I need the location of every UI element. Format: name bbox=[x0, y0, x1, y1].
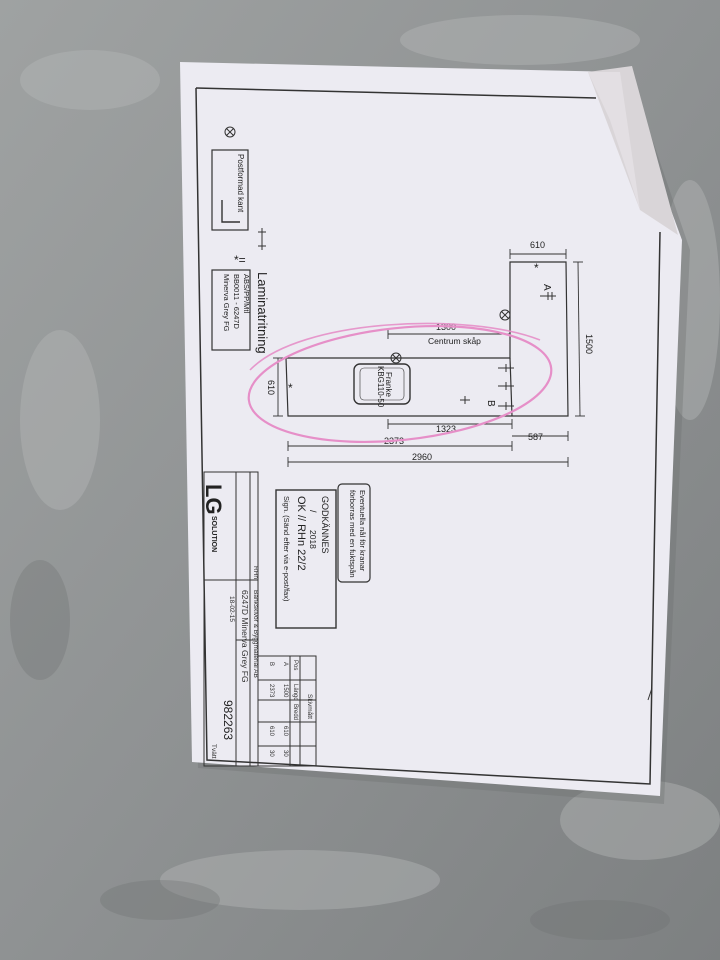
dim-610-top: 610 bbox=[530, 240, 545, 250]
dim-2960: 2960 bbox=[412, 452, 432, 462]
dim-1500: 1500 bbox=[584, 334, 594, 354]
label-b: B bbox=[485, 400, 496, 407]
edge-asterisk: * bbox=[534, 261, 539, 275]
approval-box bbox=[275, 489, 337, 629]
approval-handwritten: OK // RHn 22/2 bbox=[295, 496, 307, 571]
sink-model: KBG110-50 bbox=[376, 366, 385, 408]
approval-sign-label: Sign. (Sänd efter via e-post/fax) bbox=[282, 496, 291, 602]
drawing-title: Laminatritning bbox=[255, 272, 270, 354]
order-number: 982263 bbox=[221, 700, 235, 740]
table-cell: 610 bbox=[268, 726, 274, 737]
logo-sub: SOLUTION bbox=[210, 516, 217, 552]
customer-name: Bänkskivor & Byggmaterial AB bbox=[252, 590, 259, 678]
profile-box bbox=[211, 149, 249, 231]
table-header-bredd: Bredd bbox=[292, 704, 298, 720]
label-a: A bbox=[541, 284, 552, 291]
tvatt-label: Tvätt bbox=[210, 744, 217, 759]
table-cell: A bbox=[282, 662, 288, 666]
approval-title: GODKÄNNES bbox=[320, 496, 330, 554]
table-header-pos: Pos bbox=[292, 660, 298, 670]
material-line3: Minerva Grey FG bbox=[222, 274, 231, 332]
dim-1323: 1323 bbox=[436, 424, 456, 434]
dim-587: 587 bbox=[528, 432, 543, 442]
product-name: 6247D Minerva Grey FG bbox=[240, 590, 250, 683]
dim-centrum-label: Centrum skåp bbox=[428, 336, 481, 346]
table-cell: 30 bbox=[282, 750, 288, 757]
paper bbox=[180, 62, 682, 796]
approval-slash: / bbox=[308, 510, 318, 513]
table-cell: B bbox=[268, 662, 274, 666]
table-header-langd: Längd bbox=[292, 684, 298, 701]
material-line2: BB0011 - 6247D bbox=[232, 274, 241, 329]
title-block bbox=[203, 471, 317, 767]
note-box bbox=[337, 483, 371, 583]
table-cell: 2373 bbox=[268, 684, 274, 698]
material-box bbox=[211, 269, 251, 351]
material-line1: ABS/PP/Mtl bbox=[242, 274, 251, 314]
note-line1: Eventuella nål för kranar bbox=[358, 490, 367, 572]
edge-asterisk: * bbox=[288, 381, 293, 395]
drawing-date: 18-02-15 bbox=[228, 596, 235, 622]
pink-circle-annotation bbox=[247, 324, 553, 444]
table-cell: 1500 bbox=[282, 684, 288, 698]
approval-year: 2018 bbox=[308, 530, 318, 549]
dim-610-left: 610 bbox=[266, 380, 276, 395]
svg-text:*=: *= bbox=[234, 253, 246, 267]
table-cell: 30 bbox=[268, 750, 274, 757]
dimension-lines bbox=[273, 249, 585, 467]
table-cell: 610 bbox=[282, 726, 288, 737]
sign: RHn bbox=[252, 566, 259, 579]
sink-cutout bbox=[353, 363, 411, 405]
tap-symbol bbox=[224, 126, 511, 364]
note-line2: förborras med en fuktspån bbox=[348, 490, 357, 578]
profile-label: Postformad kant bbox=[236, 154, 245, 213]
sink-brand: Franke bbox=[384, 372, 393, 397]
table-title: Skivmått bbox=[306, 694, 314, 719]
logo: LG bbox=[201, 484, 226, 515]
